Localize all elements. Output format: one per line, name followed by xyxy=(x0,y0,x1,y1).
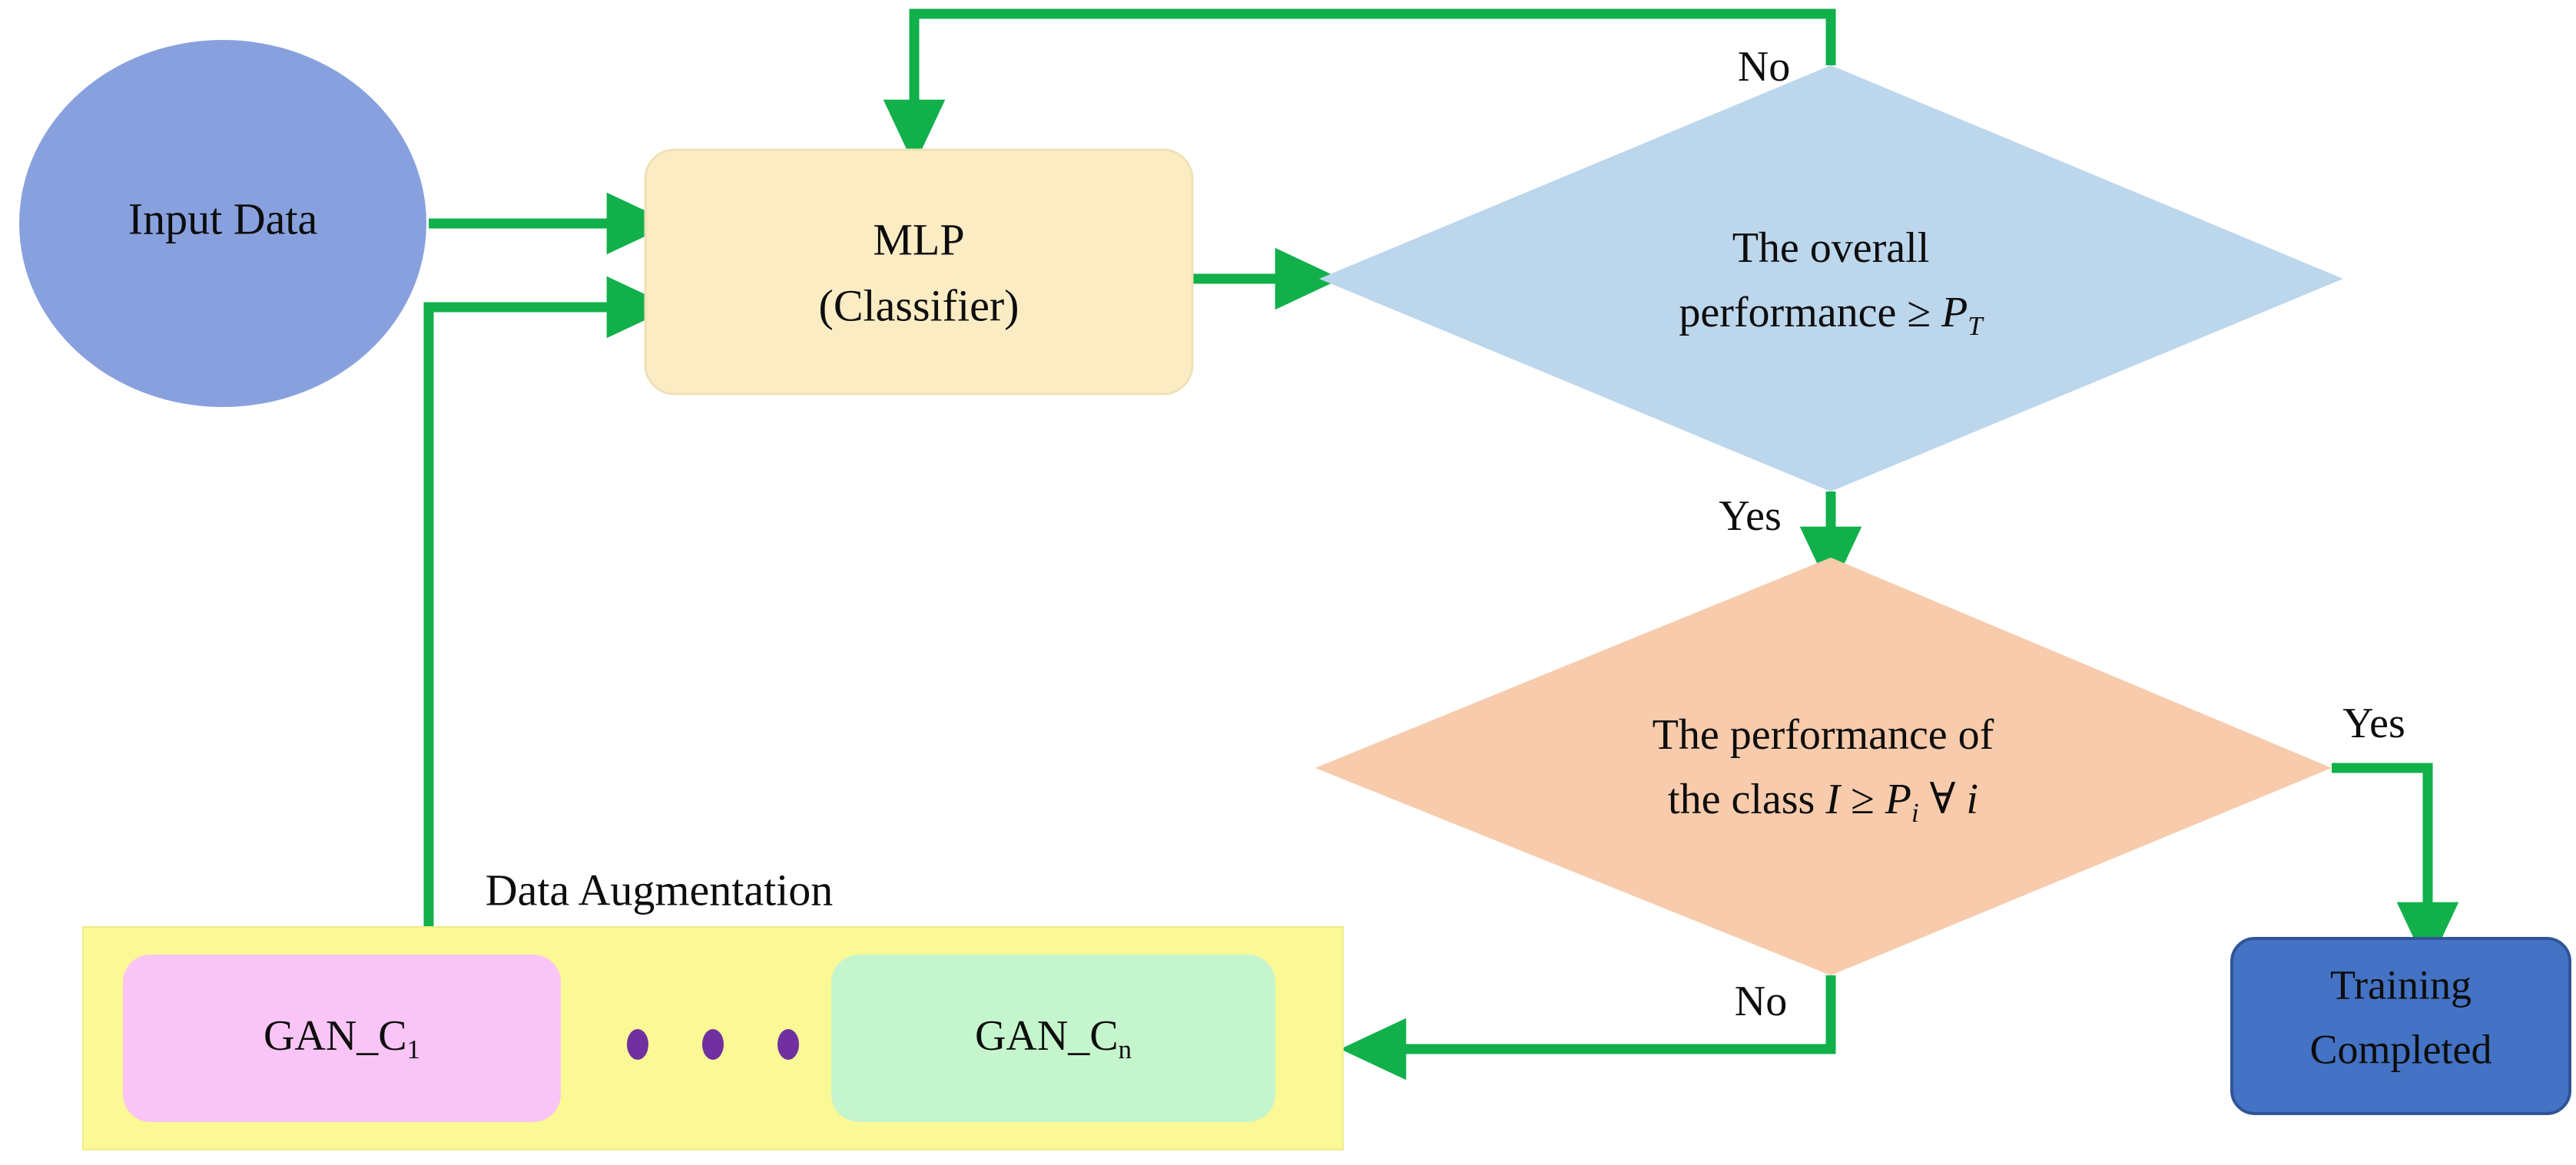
ellipsis-dot-2 xyxy=(702,1029,724,1060)
overall-performance-symbol: P xyxy=(1941,289,1968,336)
class-performance-var1: I xyxy=(1825,776,1842,823)
overall-performance-line2: performance ≥ PT xyxy=(1679,289,1984,341)
edge-overall-no-to-mlp xyxy=(883,8,1836,166)
ellipsis-dot-1 xyxy=(627,1029,648,1060)
gan-c1-prefix: GAN_C xyxy=(264,1012,407,1060)
class-performance-var2: i xyxy=(1966,776,1978,823)
node-mlp-classifier[interactable]: MLP (Classifier) xyxy=(644,148,1194,396)
data-augmentation-title: Data Augmentation xyxy=(486,865,834,915)
input-data-ellipse xyxy=(19,40,426,407)
group-data-augmentation[interactable]: Data Augmentation GAN_C1 GAN_Cn xyxy=(82,865,1344,1150)
node-input-data[interactable]: Input Data xyxy=(19,40,426,407)
overall-performance-line1: The overall xyxy=(1732,224,1930,272)
gan-c1-subscript: 1 xyxy=(407,1034,420,1064)
class-performance-line2: the class I ≥ Pi ∀ i xyxy=(1668,776,1978,828)
edge-label-no-bottom: No xyxy=(1735,978,1787,1025)
mlp-box xyxy=(644,148,1194,396)
edge-augmentation-to-mlp xyxy=(423,276,673,931)
node-training-completed[interactable]: Training Completed xyxy=(2230,937,2571,1115)
training-completed-line1: Training xyxy=(2330,961,2472,1008)
gan-cn-subscript: n xyxy=(1119,1034,1132,1064)
overall-performance-diamond xyxy=(1319,65,2343,491)
mlp-label-line2: (Classifier) xyxy=(819,280,1019,330)
training-completed-line2: Completed xyxy=(2310,1026,2492,1072)
ellipsis-dots xyxy=(627,1029,799,1060)
edge-label-yes-right: Yes xyxy=(2342,700,2405,747)
edge-class-yes-to-training xyxy=(2332,763,2459,968)
overall-performance-subscript: T xyxy=(1968,311,1984,341)
edge-label-no-top: No xyxy=(1738,43,1790,91)
node-decision-overall-performance[interactable]: The overall performance ≥ PT xyxy=(1319,65,2343,491)
training-completed-box xyxy=(2230,937,2571,1115)
gan-c1-box[interactable] xyxy=(123,955,561,1122)
class-performance-line2-pre: the class xyxy=(1668,776,1825,823)
edge-class-no-to-augmentation xyxy=(1340,975,1836,1081)
mlp-label-line1: MLP xyxy=(873,214,964,264)
overall-performance-line2-pre: performance ≥ xyxy=(1679,289,1941,336)
class-performance-diamond xyxy=(1315,558,2332,975)
class-performance-subscript: i xyxy=(1911,798,1919,828)
ellipsis-dot-3 xyxy=(777,1029,799,1060)
class-performance-line2-mid: ≥ xyxy=(1840,776,1885,823)
edge-labels-layer: No Yes Yes No xyxy=(1719,43,2405,1025)
edge-label-yes-middle: Yes xyxy=(1719,492,1781,540)
gan-cn-label: GAN_Cn xyxy=(975,1012,1132,1064)
gan-c1-label: GAN_C1 xyxy=(264,1012,420,1064)
gan-cn-prefix: GAN_C xyxy=(975,1012,1119,1060)
input-data-label: Input Data xyxy=(128,194,317,243)
gan-cn-box[interactable] xyxy=(831,955,1275,1122)
edges-layer xyxy=(423,8,2459,1081)
node-decision-class-performance[interactable]: The performance of the class I ≥ Pi ∀ i xyxy=(1315,558,2332,975)
class-performance-line2-post: ∀ xyxy=(1919,776,1967,823)
class-performance-line1: The performance of xyxy=(1653,711,1994,759)
class-performance-symbol: P xyxy=(1885,776,1911,823)
